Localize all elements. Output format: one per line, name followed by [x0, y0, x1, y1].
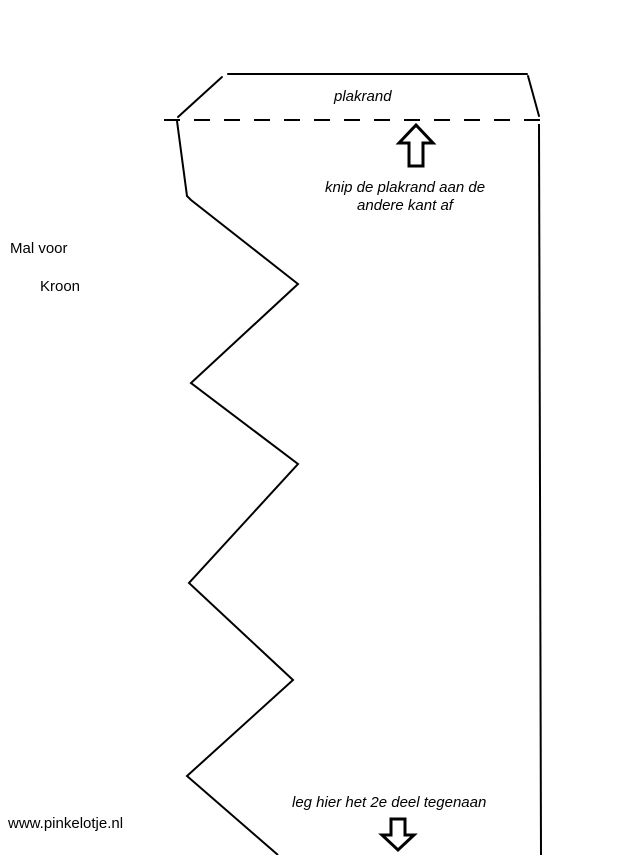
- down-arrow-icon: [378, 817, 418, 853]
- page-title-line2: Kroon: [40, 278, 81, 295]
- up-arrow-icon: [395, 122, 437, 168]
- instruction-top-line1: knip de plakrand aan de: [324, 179, 486, 196]
- glue-tab-outline: [177, 73, 540, 118]
- instruction-top: knip de plakrand aan de andere kant af: [300, 179, 510, 215]
- crown-zigzag-edge: [176, 120, 300, 855]
- page-title-line1: Mal voor: [10, 240, 68, 257]
- right-edge-line: [538, 123, 542, 855]
- glue-tab-label: plakrand: [334, 88, 392, 105]
- instruction-bottom: leg hier het 2e deel tegenaan: [292, 794, 487, 811]
- footer-url: www.pinkelotje.nl: [8, 815, 124, 832]
- instruction-top-line2: andere kant af: [357, 197, 453, 214]
